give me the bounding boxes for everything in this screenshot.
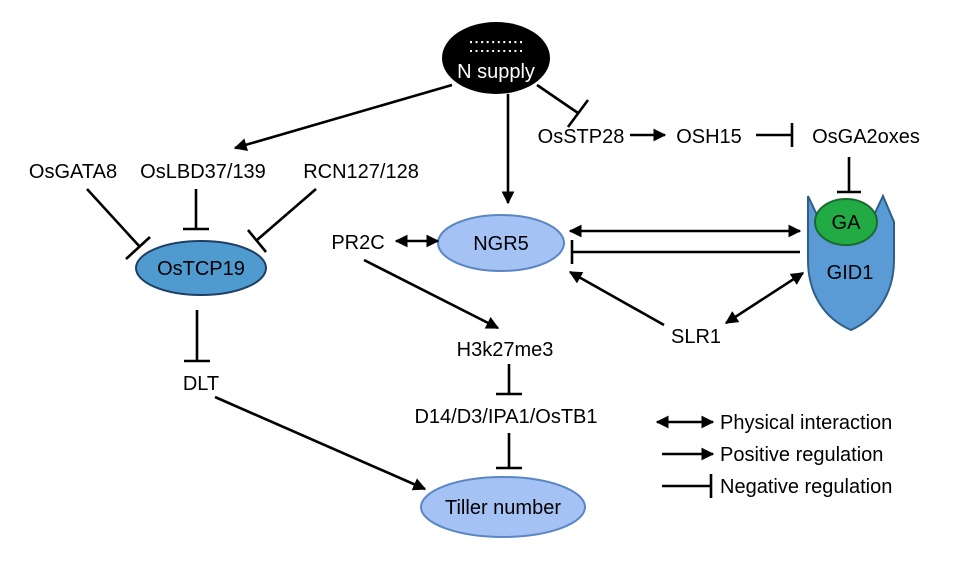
tiller-number-label: Tiller number [445, 497, 561, 519]
legend-physical-label: Physical interaction [720, 412, 892, 434]
edge-rcn-ostcp19 [256, 188, 317, 241]
edge-osgata8-ostcp19-bar [125, 236, 151, 260]
slr1-label: SLR1 [671, 326, 721, 348]
legend-positive-label: Positive regulation [720, 444, 883, 466]
node-tiller-number: Tiller number [420, 476, 586, 538]
node-n-supply: :::::::::: N supply [442, 22, 550, 94]
osgata8-label: OsGATA8 [29, 161, 117, 183]
oslbd37-139-label: OsLBD37/139 [140, 161, 266, 183]
gid1-label: GID1 [827, 262, 874, 284]
legend-negative-label: Negative regulation [720, 476, 892, 498]
n-supply-label: N supply [457, 61, 535, 83]
edge-dlt-tiller [214, 395, 427, 491]
ngr5-label: NGR5 [473, 233, 529, 255]
dlt-label: DLT [183, 373, 219, 395]
edge-nsupply-osstp28 [536, 83, 579, 115]
ga-label: GA [832, 212, 862, 234]
osga2oxes-label: OsGA2oxes [812, 126, 920, 148]
tiller-number-ellipse [420, 476, 586, 538]
ga-ellipse [814, 198, 878, 246]
edge-osgata8-ostcp19 [86, 188, 141, 248]
edge-nsupply-osstp28-bar [566, 99, 590, 128]
pr2c-label: PR2C [331, 232, 384, 254]
h3k27me3-label: H3k27me3 [457, 339, 554, 361]
edge-rcn-ostcp19-bar [246, 229, 268, 253]
node-ngr5: NGR5 [437, 214, 565, 272]
legend: Physical interaction Positive regulation… [655, 412, 892, 498]
edge-slr1-ngr5 [568, 270, 665, 327]
rcn127-128-label: RCN127/128 [303, 161, 419, 183]
n-supply-ellipse [442, 22, 550, 94]
edge-nsupply-oslbd [233, 83, 453, 151]
ostcp19-label: OsTCP19 [157, 258, 245, 280]
edge-slr1-gid1 [724, 271, 805, 325]
d14-d3-ipa1-ostb1-label: D14/D3/IPA1/OsTB1 [414, 406, 597, 428]
node-gid1-receptor: GA GID1 [807, 193, 895, 332]
n-supply-dots: :::::::::: [468, 35, 524, 57]
ostcp19-ellipse [135, 240, 267, 296]
edge-pr2c-h3k27me3 [363, 258, 500, 330]
osh15-label: OSH15 [676, 126, 742, 148]
node-ostcp19: OsTCP19 [135, 240, 267, 296]
osstp28-label: OsSTP28 [538, 126, 625, 148]
